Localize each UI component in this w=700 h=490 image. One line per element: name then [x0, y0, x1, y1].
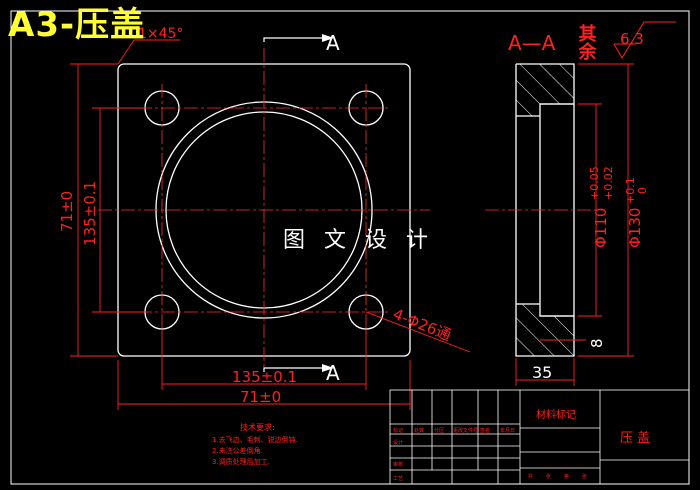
tech-req-item-2: 2.未注公差倒角.	[212, 446, 263, 455]
tb-header-4: 更改文件号	[453, 427, 478, 434]
section-arrow-top	[322, 34, 334, 42]
tb-row-3: 工艺	[393, 476, 403, 482]
tb-header-5: 签名	[480, 427, 490, 434]
tb-header-2: 处数	[414, 427, 424, 434]
dim-holes-callout: 4-Φ26通	[391, 305, 454, 344]
dim-bore-small: Φ110	[592, 208, 610, 248]
tb-header-3: 分区	[434, 427, 444, 434]
dim-bore-small-tol-lower: +0.02	[602, 166, 615, 200]
section-label-bottom: A	[326, 361, 340, 385]
tb-bottom-2: 张	[546, 473, 551, 480]
surface-finish-value: 6.3	[620, 30, 644, 48]
watermark-text: 图 文 设 计	[283, 228, 434, 253]
tech-req-item-3: 3.调质处理后加工.	[212, 457, 270, 466]
tech-req-heading: 技术要求:	[240, 422, 275, 432]
part-name: 压 盖	[620, 431, 650, 446]
section-arrow-bottom	[322, 364, 334, 372]
tb-row-1: 设计	[393, 439, 403, 446]
title-block	[389, 389, 690, 485]
tb-header-1: 标记	[393, 427, 403, 434]
front-view	[98, 34, 430, 372]
section-dimensions	[515, 63, 634, 386]
section-line-bottom	[263, 367, 322, 372]
section-hatch-top	[516, 64, 574, 104]
dim-step: 8	[588, 338, 606, 348]
tb-bottom-4: 张	[582, 473, 587, 480]
dim-thickness: 35	[532, 363, 552, 382]
surface-finish-note: 其余	[576, 24, 598, 61]
front-dimensions	[70, 39, 471, 410]
sheet-border	[10, 10, 690, 485]
dim-bore-small-tol-upper: +0.05	[588, 166, 601, 200]
dim-outer-width: 71±0	[240, 388, 281, 406]
section-label-top: A	[326, 31, 340, 55]
section-hatch-bottom	[516, 316, 574, 356]
tb-header-6: 年月日	[500, 427, 515, 434]
section-line-top	[263, 37, 322, 42]
tb-bottom-3: 第	[564, 473, 569, 480]
tb-row-2: 审核	[393, 461, 403, 468]
dim-bore-large-tol-lower: 0	[636, 187, 649, 194]
section-hatch-top-left	[516, 104, 540, 116]
dim-outer-height: 71±0	[58, 191, 76, 232]
section-view-label: A—A	[508, 31, 556, 55]
dim-hole-spacing-h: 135±0.1	[232, 368, 297, 386]
chamfer-note: 1×45°	[138, 26, 183, 42]
tech-req-item-1: 1.去飞边、毛刺、锐边倒钝.	[212, 435, 298, 444]
drawing-title: A3-压盖	[8, 5, 146, 45]
dim-bore-large-tol-upper: +0.1	[624, 177, 637, 204]
surface-finish-symbol	[613, 21, 676, 59]
dim-hole-spacing-v: 135±0.1	[81, 181, 99, 246]
tb-bottom-1: 共	[528, 473, 533, 480]
section-view	[485, 63, 605, 357]
section-hatch-bottom-left	[516, 304, 540, 316]
dim-bore-large: Φ130	[626, 208, 644, 248]
material-mark: 材料标记	[536, 408, 576, 421]
